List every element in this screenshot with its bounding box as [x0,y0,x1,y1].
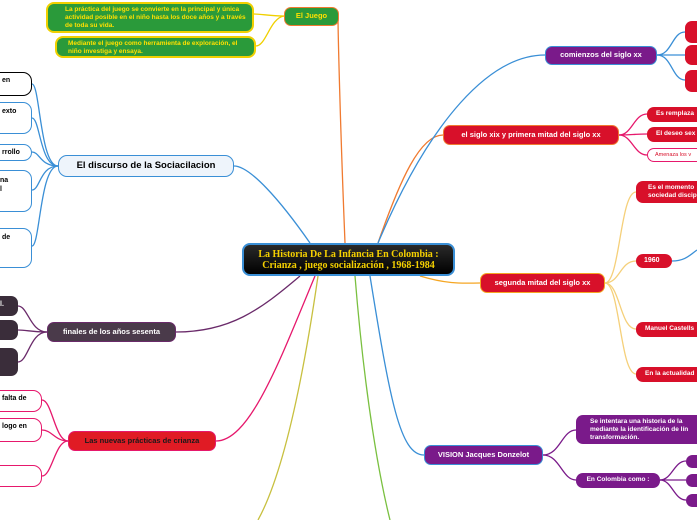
topic-finales-anos-sesenta[interactable]: finales de los años sesenta [47,322,176,342]
discurso-item-3[interactable]: rrollo [0,144,32,161]
topic-sesenta-label: finales de los años sesenta [62,327,161,336]
siglo-xix-item-3-text: Amenaza los v [655,152,692,158]
comienzos-item-1[interactable] [685,21,697,43]
sesenta-item-1-text: l. [0,301,4,308]
link-bottom-left [257,275,319,520]
discurso-item-4[interactable]: na l [0,170,32,212]
segunda-item-castells[interactable]: Manuel Castells [636,322,697,337]
central-topic-line-2: Crianza , juego socialización , 1968-198… [262,260,435,271]
discurso-item-4-text-b: l [0,186,2,193]
segunda-item-1960[interactable]: 1960 [636,254,672,268]
comienzos-item-2[interactable] [685,45,697,65]
topic-segunda-mitad-siglo-xx[interactable]: segunda mitad del siglo xx [480,273,605,293]
segunda-item-actualidad[interactable]: En la actualidad [636,367,697,382]
discurso-item-2-text: exto [2,108,17,115]
link-bottom-right [354,275,391,520]
segunda-item-actualidad-text: En la actualidad [645,370,695,377]
central-topic[interactable]: La Historia De La Infancia En Colombia :… [242,243,455,276]
segunda-item-momento[interactable]: Es el momento sociedad discip [636,181,697,203]
topic-nuevas-practicas-crianza[interactable]: Las nuevas prácticas de crianza [68,431,216,451]
discurso-item-5[interactable]: de [0,228,32,268]
link-vision [369,275,425,456]
vision-colombia-item-3[interactable] [686,494,697,507]
sesenta-item-1[interactable]: l. [0,296,18,316]
crianza-item-1-text: falta de [2,395,27,402]
segunda-item-castells-text: Manuel Castells [645,325,695,332]
topic-discurso-label: El discurso de la Sociacilacion [76,160,216,171]
topic-siglo-xix-label: el siglo xix y primera mitad del siglo x… [461,130,601,139]
link-juego [337,15,346,244]
crianza-item-3[interactable] [0,465,42,487]
topic-siglo-xix-primera-mitad[interactable]: el siglo xix y primera mitad del siglo x… [443,125,619,145]
discurso-item-2[interactable]: exto [0,102,32,134]
topic-comienzos-label: comienzos del siglo xx [560,50,642,59]
juego-note-1-text: La práctica del juego se convierte en la… [65,6,246,29]
siglo-xix-item-2[interactable]: El deseo sex [647,127,697,142]
topic-segunda-label: segunda mitad del siglo xx [494,278,591,287]
vision-note[interactable]: Se intentara una historia de la mediante… [576,415,697,444]
juego-note-2-text: Mediante el juego como herramienta de ex… [68,40,238,55]
segunda-item-1960-text: 1960 [644,257,660,264]
discurso-item-5-text: de [2,234,11,241]
link-comienzos [377,54,546,244]
vision-note-line-1: Se intentara una historia de la [590,418,683,425]
link-crianza [215,275,316,442]
crianza-item-2-text: logo en [2,423,27,430]
vision-note-line-2: mediante la identificación de lín [590,426,689,433]
discurso-item-3-text: rrollo [2,149,20,156]
topic-discurso-socializacion[interactable]: El discurso de la Sociacilacion [58,155,234,177]
link-sesenta [175,275,301,333]
juego-note-2[interactable]: Mediante el juego como herramienta de ex… [55,36,256,58]
segunda-item-momento-line-1: Es el momento [648,184,695,191]
juego-note-1[interactable]: La práctica del juego se convierte en la… [46,2,254,33]
sesenta-item-2[interactable] [0,320,18,340]
topic-vision-label: VISION Jacques Donzelot [437,450,530,459]
comienzos-item-3[interactable] [685,70,697,92]
central-topic-line-1: La Historia De La Infancia En Colombia : [258,249,439,260]
siglo-xix-item-1[interactable]: Es remplaza [647,107,697,122]
topic-vision-jacques-donzelot[interactable]: VISION Jacques Donzelot [424,445,543,465]
topic-crianza-label: Las nuevas prácticas de crianza [84,436,200,445]
vision-colombia-item-2[interactable] [686,474,697,487]
crianza-item-2[interactable]: logo en [0,418,42,442]
siglo-xix-item-1-text: Es remplaza [656,110,694,117]
vision-colombia-item-1[interactable] [686,455,697,468]
topic-el-juego[interactable]: El Juego [284,7,339,26]
vision-note-line-3: transformación. [590,434,640,441]
link-segunda [419,275,481,284]
vision-en-colombia[interactable]: En Colombia como : [576,473,660,488]
siglo-xix-item-3[interactable]: Amenaza los v [647,148,697,162]
discurso-item-1[interactable]: en [0,72,32,96]
link-siglo-xix [377,134,444,244]
topic-comienzos-siglo-xx[interactable]: comienzos del siglo xx [545,46,657,65]
crianza-item-1[interactable]: falta de [0,390,42,412]
segunda-item-momento-line-2: sociedad discip [648,192,697,199]
link-discurso [233,165,311,244]
siglo-xix-item-2-text: El deseo sex [656,130,696,137]
discurso-item-1-text: en [2,77,11,84]
vision-en-colombia-text: En Colombia como : [586,476,650,483]
topic-el-juego-label: El Juego [295,11,328,20]
sesenta-item-3[interactable] [0,348,18,376]
discurso-item-4-text-a: na [0,177,9,184]
